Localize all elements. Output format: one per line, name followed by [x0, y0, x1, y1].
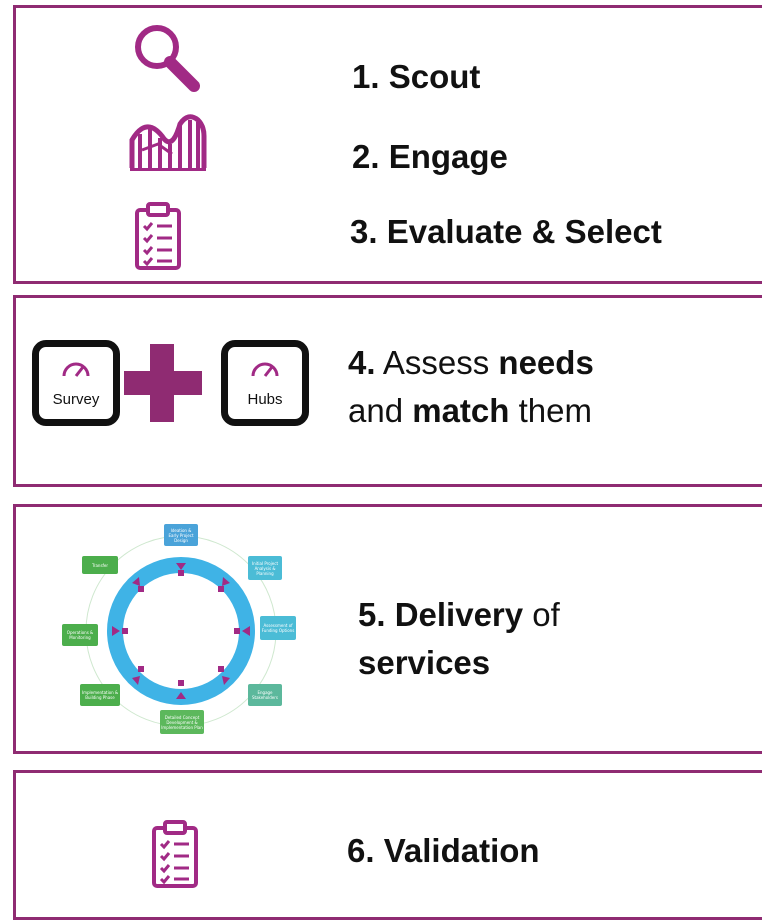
cycle-box: Assessment of Funding Options — [260, 616, 296, 640]
survey-label: Survey — [52, 391, 100, 408]
step-6-panel — [13, 770, 762, 920]
cycle-box: Implementation & Building Phase — [80, 684, 120, 706]
survey-gauge-box: Survey — [32, 340, 120, 426]
cycle-box: Operations & Monitoring — [62, 624, 98, 646]
step-5-label-line2: services — [358, 644, 491, 681]
step-5-panel — [13, 504, 762, 754]
step-3-label: 3. Evaluate & Select — [350, 213, 662, 250]
cycle-box: Initial Project Analysis & Planning — [248, 556, 282, 580]
step-4-label-line1: 4. Assess needs — [348, 344, 594, 381]
gauge-icon — [62, 362, 90, 377]
clipboard-checklist-icon — [133, 202, 183, 277]
cycle-box: Ideation & Early Project Design — [164, 524, 198, 546]
gauge-icon — [251, 362, 279, 377]
rollercoaster-icon — [128, 110, 208, 177]
step-4-label-line2: and match them — [348, 392, 592, 429]
plus-icon-bar — [124, 371, 202, 395]
clipboard-checklist-icon — [150, 820, 200, 895]
hubs-gauge-box: Hubs — [221, 340, 309, 426]
delivery-cycle-diagram: Ideation & Early Project Design Initial … — [56, 514, 306, 744]
step-6-label: 6. Validation — [347, 832, 540, 869]
cycle-box: Engage Stakeholders — [248, 684, 282, 706]
hubs-label: Hubs — [247, 391, 283, 408]
cycle-box: Detailed Concept Development & Implement… — [160, 710, 204, 734]
step-5-label-line1: 5. Delivery of — [358, 596, 560, 633]
magnifier-icon — [130, 22, 210, 101]
step-1-label: 1. Scout — [352, 58, 481, 95]
step-2-label: 2. Engage — [352, 138, 508, 175]
cycle-box: Transfer — [82, 556, 118, 574]
